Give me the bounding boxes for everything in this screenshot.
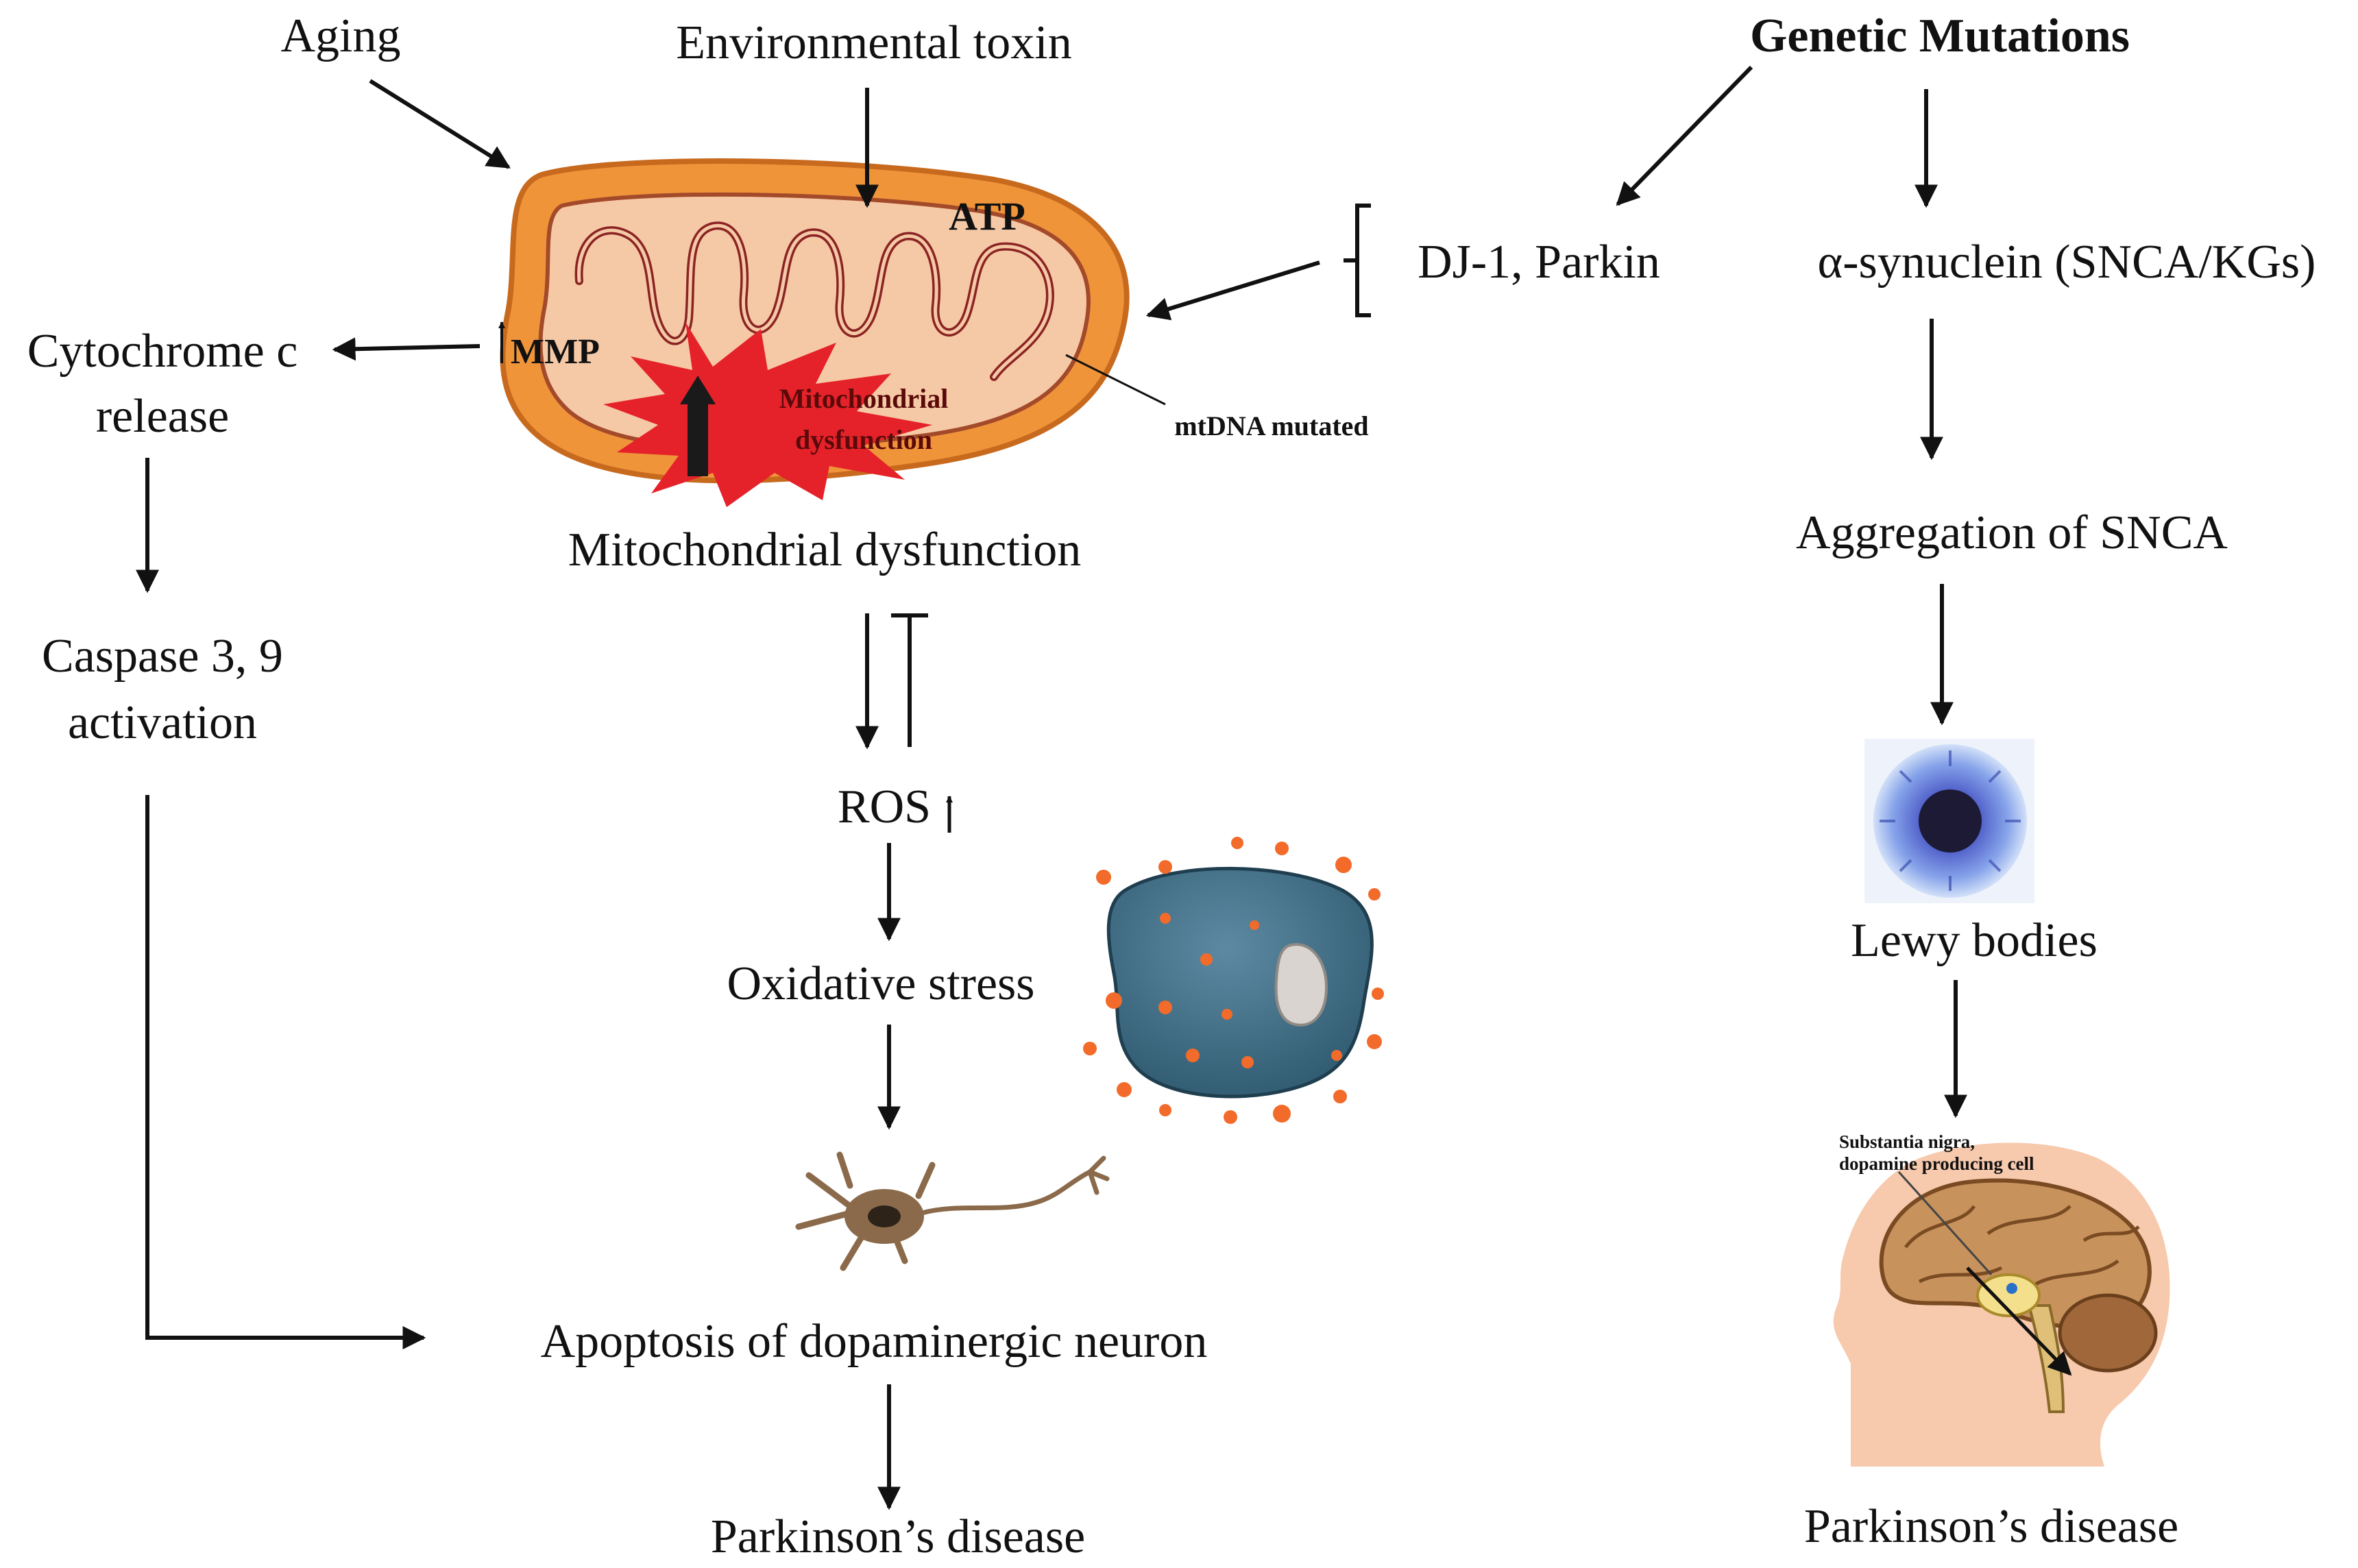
label-substantia-1: Substantia nigra, [1839,1131,1975,1152]
cell-nucleus [1274,943,1328,1027]
cell-body [1106,866,1374,1099]
lewy-rays [1880,750,2021,891]
label-caspase-1: Caspase 3, 9 [42,630,283,683]
neuron-nucleus [868,1205,901,1227]
brain-cerebellum [2058,1293,2158,1373]
brain-gyri [1904,1205,2140,1290]
substantia-pointer [1897,1171,1993,1276]
label-dj1-parkin: DJ-1, Parkin [1418,236,1660,289]
neuron-axon [919,1155,1110,1216]
label-synuclein: α-synuclein (SNCA/KGs) [1818,236,2316,289]
arrow-aging-to-mito [369,79,511,169]
label-atp: ATP [949,194,1025,238]
up-arrow-shaft [688,401,708,476]
label-mmp: MMP [511,332,600,371]
label-substantia-2: dopamine producing cell [1839,1153,2034,1174]
label-mito-dysfunction: Mitochondrial dysfunction [568,524,1082,576]
neuron-dendrites [795,1151,936,1271]
substantia-nigra-dot [2006,1283,2017,1294]
damaged-cell-illustration [1083,837,1384,1124]
neuron-illustration [795,1151,1110,1271]
label-ros: ROS [838,781,931,833]
mitochondrion-illustration [498,158,1130,507]
lewy-body-illustration [1864,739,2034,903]
label-parkinsons-right: Parkinson’s disease [1804,1500,2178,1553]
mtdna-pointer-line [1065,354,1166,406]
diagram-labels: Aging Environmental toxin Genetic Mutati… [27,10,2316,1563]
dysfunction-burst [603,322,932,507]
up-arrow-head [680,376,716,404]
brain-diagonal-arrow [1966,1266,2072,1376]
brain-cerebrum [1879,1178,2152,1330]
label-mito-burst-line1: Mitochondrial [779,383,949,414]
arrow-genetic-to-dj1 [1616,65,1753,206]
arrow-dj1-to-mito [1145,260,1320,321]
label-parkinsons-left: Parkinson’s disease [711,1510,1085,1563]
label-apoptosis: Apoptosis of dopaminergic neuron [541,1315,1208,1368]
arrow-caspase-to-apoptosis [145,795,426,1349]
label-mtdna: mtDNA mutated [1174,411,1368,441]
label-environmental-toxin: Environmental toxin [676,16,1071,69]
label-genetic-mutations: Genetic Mutations [1750,10,2130,62]
dj1-bracket [1344,204,1371,317]
brain-head-illustration [1833,1142,2170,1467]
label-cytochrome-1: Cytochrome c [27,325,298,378]
label-cytochrome-2: release [96,390,229,443]
connector-arrows [136,65,1967,1510]
label-lewy-bodies: Lewy bodies [1851,914,2098,967]
label-aging: Aging [281,10,401,62]
label-aggregation: Aggregation of SNCA [1796,506,2228,559]
label-mito-burst-line2: dysfunction [795,424,932,455]
thalamus [1976,1273,2041,1317]
label-caspase-2: activation [68,696,257,749]
cristae-folds-inner [577,223,1052,379]
arrow-mmp-to-cytochrome [332,337,481,361]
label-oxidative-stress: Oxidative stress [727,957,1034,1010]
ros-specks [1083,837,1384,1124]
